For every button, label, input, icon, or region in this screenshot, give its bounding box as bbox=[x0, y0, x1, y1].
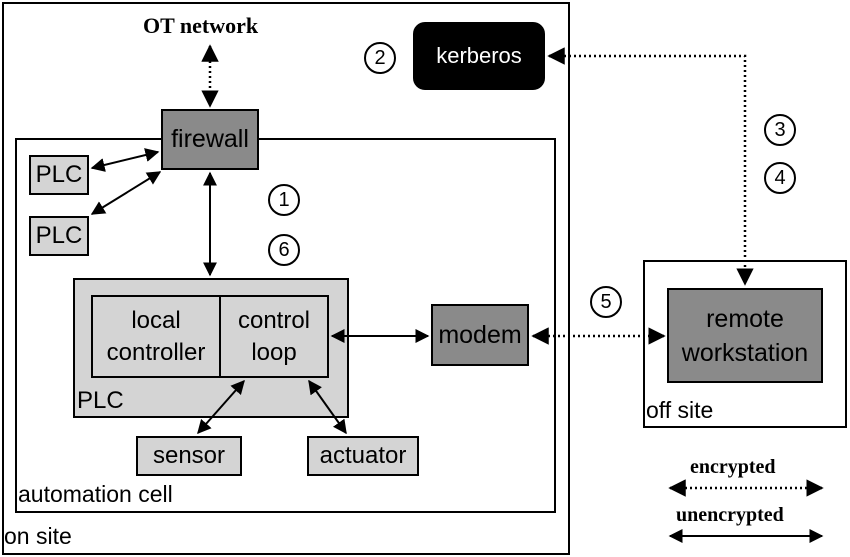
plc-label: PLC bbox=[35, 161, 83, 188]
control-loop-to-actuator-link bbox=[308, 379, 347, 435]
local-controller-label-line1: local bbox=[131, 306, 181, 334]
control-loop-to-sensor-link bbox=[197, 379, 245, 435]
remote-workstation-node: remote workstation bbox=[667, 288, 823, 383]
kerberos-node: kerberos bbox=[413, 22, 545, 90]
firewall-node: firewall bbox=[161, 109, 259, 170]
plc-node-1: PLC bbox=[29, 155, 89, 195]
control-loop-label-line2: loop bbox=[251, 338, 297, 366]
ot-network-label: OT network bbox=[143, 13, 259, 38]
plc2-to-firewall-link bbox=[90, 171, 162, 215]
kerberos-label: kerberos bbox=[436, 43, 522, 68]
plc-node-2: PLC bbox=[29, 216, 89, 256]
off-site-label: off site bbox=[646, 397, 714, 423]
kerberos-to-remote-link bbox=[547, 47, 754, 286]
actuator-label: actuator bbox=[319, 442, 407, 469]
remote-workstation-label-line2: workstation bbox=[681, 338, 809, 367]
legend-encrypted-label: encrypted bbox=[690, 456, 776, 478]
remote-workstation-label-line1: remote bbox=[706, 304, 784, 333]
automation-cell-frame bbox=[15, 138, 556, 513]
sensor-node: sensor bbox=[136, 436, 242, 476]
plc1-to-firewall-link bbox=[90, 148, 160, 172]
local-controller-label-line2: controller bbox=[106, 338, 206, 366]
step-3-marker: 3 bbox=[764, 114, 796, 146]
firewall-label: firewall bbox=[171, 125, 249, 153]
control-loop-node: control loop bbox=[219, 295, 329, 378]
sensor-label: sensor bbox=[152, 442, 226, 469]
control-loop-label-line1: control bbox=[237, 306, 311, 334]
step-5-marker: 5 bbox=[590, 286, 622, 318]
plc-label: PLC bbox=[35, 222, 83, 249]
on-site-label: on site bbox=[4, 523, 72, 549]
step-2-marker: 2 bbox=[364, 42, 396, 74]
actuator-node: actuator bbox=[307, 436, 419, 476]
step-4-marker: 4 bbox=[764, 162, 796, 194]
step-6-marker: 6 bbox=[268, 234, 300, 266]
automation-cell-label: automation cell bbox=[18, 481, 173, 507]
modem-label: modem bbox=[438, 320, 522, 349]
local-controller-node: local controller bbox=[91, 295, 221, 378]
plc-main-label: PLC bbox=[77, 387, 124, 414]
legend-unencrypted-label: unencrypted bbox=[676, 504, 784, 526]
step-1-marker: 1 bbox=[268, 184, 300, 216]
modem-node: modem bbox=[431, 304, 529, 366]
